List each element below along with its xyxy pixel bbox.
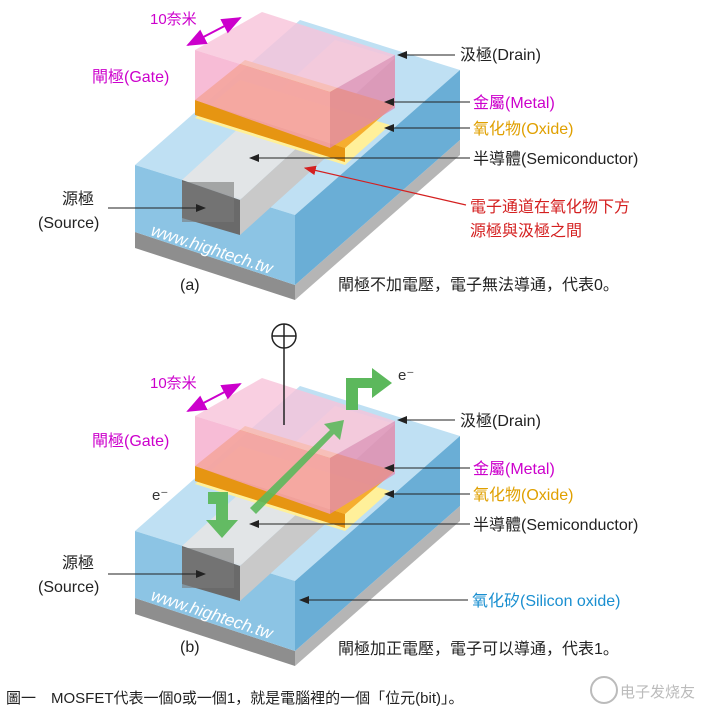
width-arrow-a: [186, 17, 242, 46]
electron-in-label: e⁻: [152, 487, 168, 504]
panel-letter-a: (a): [180, 277, 200, 294]
drain-label-a: 汲極(Drain): [460, 46, 541, 64]
caption-a: 閘極不加電壓，電子無法導通，代表0。: [338, 275, 619, 294]
panel-b: e⁻ e⁻ 10奈米 閘極(Gate) 汲極(Drain) 金屬(Metal) …: [38, 323, 638, 666]
panel-letter-b: (b): [180, 639, 200, 656]
caption-b: 閘極加正電壓，電子可以導通，代表1。: [338, 639, 619, 658]
gate-side-b: [330, 421, 395, 514]
gate-front-a: [195, 50, 330, 148]
source-block-a: [182, 182, 234, 222]
channel-leader-a: [303, 165, 467, 206]
channel-note-a-2: 源極與汲極之間: [470, 222, 582, 240]
width-label-b: 10奈米: [150, 375, 197, 392]
gate-side-a: [330, 55, 395, 148]
base-front-b: [135, 598, 295, 666]
base-side-b: [295, 506, 460, 666]
base-front-a: [135, 232, 295, 300]
gate-front-b: [195, 416, 330, 514]
electron-in-arrow-icon: [206, 492, 238, 538]
gate-top-b: [195, 378, 395, 458]
source-label-a-2: (Source): [38, 215, 99, 232]
silicon-oxide-label-b: 氧化矽(Silicon oxide): [472, 592, 621, 610]
logo-text: 电子发烧友: [620, 684, 695, 701]
width-arrow-b: [186, 383, 242, 412]
semiconductor-label-b: 半導體(Semiconductor): [473, 515, 638, 534]
gate-label-b: 閘極(Gate): [92, 432, 169, 450]
source-label-b-2: (Source): [38, 579, 99, 596]
substrate-side-a: [295, 70, 460, 285]
panel-a: 10奈米 閘極(Gate) 汲極(Drain) 金屬(Metal) 氧化物(Ox…: [38, 11, 638, 300]
electron-out-arrow-icon: [346, 368, 392, 410]
logo-mark-icon: [590, 676, 618, 704]
oxide-label-b: 氧化物(Oxide): [473, 486, 573, 504]
site-logo: 电子发烧友: [590, 676, 695, 704]
metal-label-a: 金屬(Metal): [473, 94, 555, 112]
width-label-a: 10奈米: [150, 11, 197, 28]
substrate-side-b: [295, 436, 460, 651]
figure-caption: 圖一 MOSFET代表一個0或一個1，就是電腦裡的一個「位元(bit)」。: [6, 690, 464, 707]
source-block-b: [182, 548, 234, 588]
electron-channel-arrow-icon: [250, 420, 344, 514]
gate-top-a: [195, 12, 395, 92]
source-label-a-1: 源極: [62, 190, 94, 208]
metal-front-a: [195, 100, 345, 162]
electron-out-label: e⁻: [398, 367, 414, 384]
base-side-a: [295, 140, 460, 300]
semiconductor-label-a: 半導體(Semiconductor): [473, 149, 638, 168]
drain-label-b: 汲極(Drain): [460, 412, 541, 430]
source-label-b-1: 源極: [62, 554, 94, 572]
channel-note-a-1: 電子通道在氧化物下方: [470, 198, 630, 216]
metal-label-b: 金屬(Metal): [473, 460, 555, 478]
gate-label-a: 閘極(Gate): [92, 68, 169, 86]
oxide-label-a: 氧化物(Oxide): [473, 120, 573, 138]
